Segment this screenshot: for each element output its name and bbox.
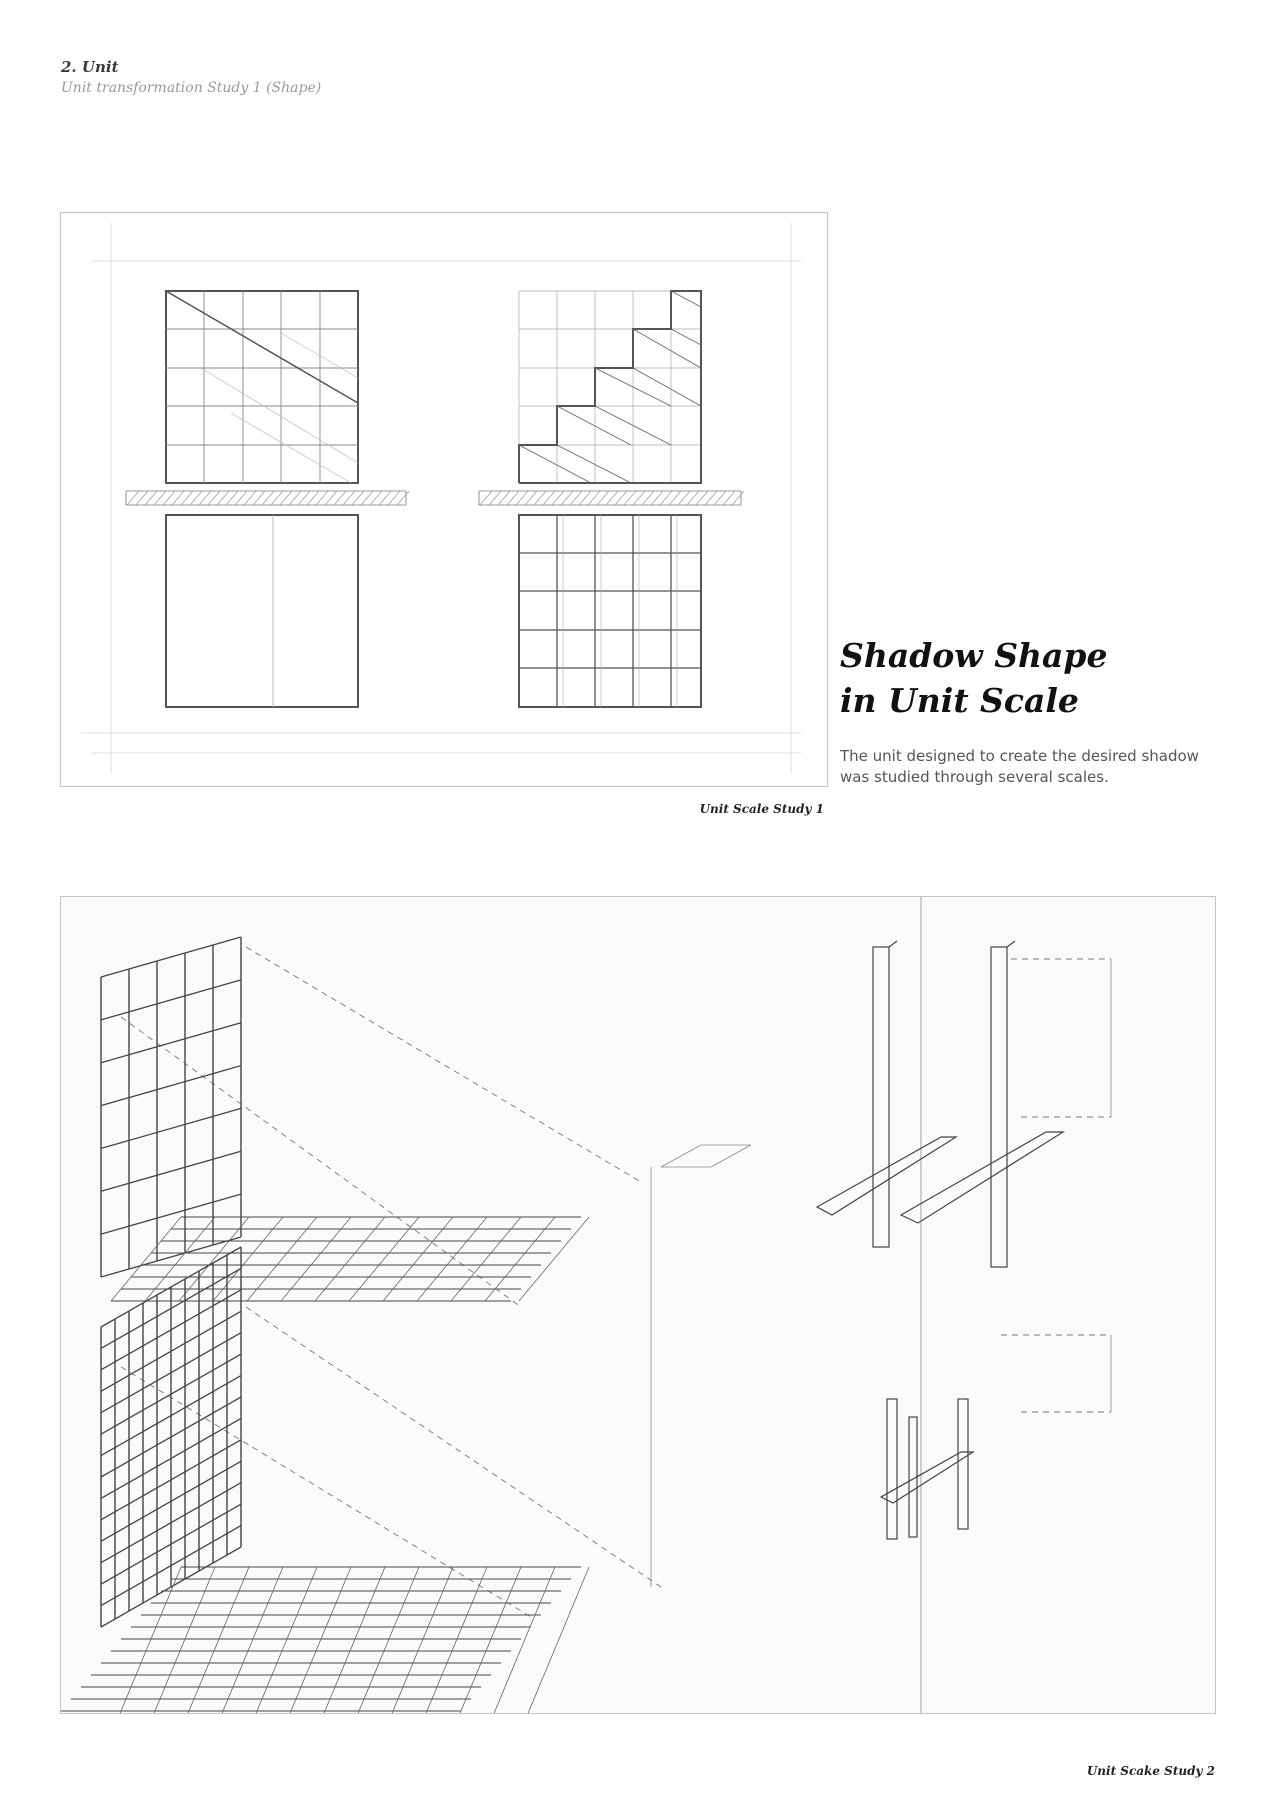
study-2-sketch [61,897,1112,1713]
headline-line-2: in Unit Scale [840,681,1079,720]
headline-line-1: Shadow Shape [840,636,1108,675]
figure-1-caption: Unit Scale Study 1 [699,802,824,816]
section-title: 2. Unit [61,58,119,76]
feature-headline: Shadow Shape in Unit Scale [840,633,1107,723]
study-1-sketch [81,223,801,773]
feature-body: The unit designed to create the desired … [840,747,1199,786]
unit-scale-study-1-drawing [60,212,828,787]
figure-2-caption: Unit Scake Study 2 [1086,1764,1215,1778]
unit-scale-study-2-drawing [60,896,1216,1714]
section-subtitle: Unit transformation Study 1 (Shape) [61,80,322,96]
